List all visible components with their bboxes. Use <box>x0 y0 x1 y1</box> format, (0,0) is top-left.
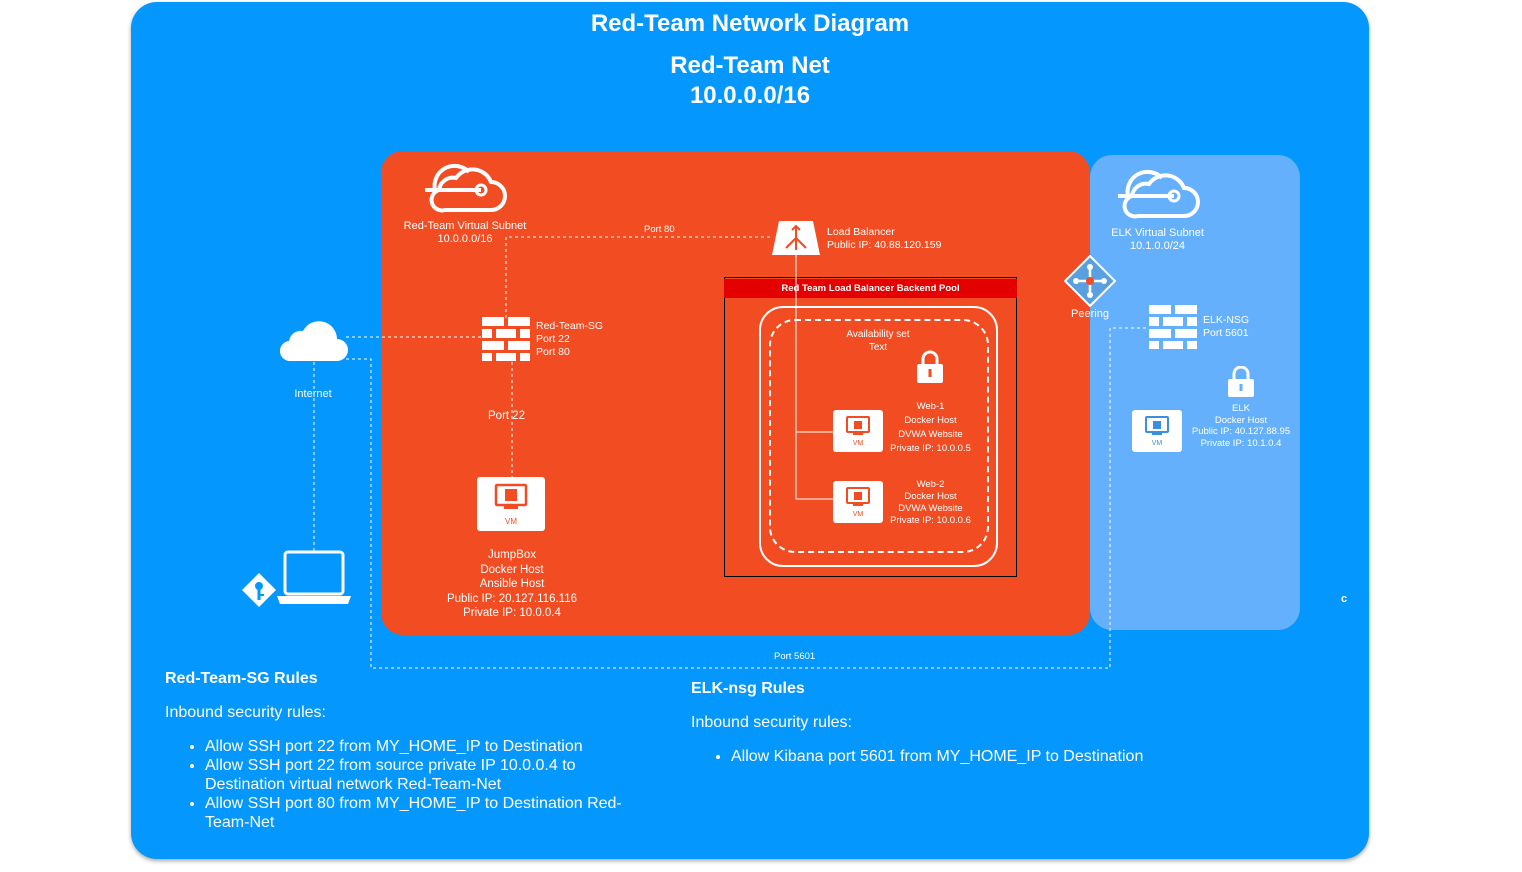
web-1-label: Web-1 Docker Host DVWA Website Private I… <box>883 400 978 456</box>
port-5601-link-label: Port 5601 <box>774 651 816 662</box>
elk-nsg-rules-list: Allow Kibana port 5601 from MY_HOME_IP t… <box>691 747 1251 766</box>
jumpbox-vm-tag: VM <box>505 517 517 526</box>
port-22-link-label: Port 22 <box>488 410 526 422</box>
elk-nsg-rules-subtitle: Inbound security rules: <box>691 714 852 731</box>
red-team-subnet-area <box>381 151 1090 635</box>
web-2-site: DVWA Website <box>898 503 963 514</box>
stray-character: c <box>1341 593 1348 605</box>
web-1-vm-icon <box>833 410 883 452</box>
red-subnet-cidr: 10.0.0.0/16 <box>437 233 493 245</box>
firewall-icon <box>1149 305 1197 349</box>
jumpbox-private-ip: Private IP: 10.0.0.4 <box>463 607 561 619</box>
red-sg-rules-subtitle: Inbound security rules: <box>165 704 326 721</box>
jumpbox-role-ansible: Ansible Host <box>479 578 545 590</box>
red-sg-rule-item: Allow SSH port 80 from MY_HOME_IP to Des… <box>205 794 645 832</box>
web-2-name: Web-2 <box>916 479 945 490</box>
jumpbox-public-ip: Public IP: 20.127.116.116 <box>446 592 577 605</box>
red-subnet-name: Red-Team Virtual Subnet <box>403 220 527 232</box>
lock-icon <box>917 350 943 383</box>
elk-vm-label: ELK Docker Host Public IP: 40.127.88.95 … <box>1186 403 1296 449</box>
elk-nsg-rules-title: ELK-nsg Rules <box>691 680 805 697</box>
elk-vm-public-ip: Public IP: 40.127.88.95 <box>1191 426 1291 437</box>
elk-subnet-cidr: 10.1.0.0/24 <box>1129 240 1186 252</box>
availability-set-dashed-frame <box>769 319 989 553</box>
web-1-name: Web-1 <box>916 401 945 412</box>
backend-pool-title: Red Team Load Balancer Backend Pool <box>724 279 1017 298</box>
availability-set-label: Availability set Text <box>828 328 928 354</box>
laptop-icon <box>277 550 351 604</box>
elk-nsg-rules-section: ELK-nsg Rules Inbound security rules: Al… <box>691 680 1251 766</box>
network-cidr: 10.0.0.0/16 <box>689 82 811 109</box>
elk-vm-icon <box>1132 410 1182 452</box>
availability-set-text: Text <box>868 342 888 353</box>
load-balancer-ip: Public IP: 40.88.120.159 <box>827 239 942 251</box>
cloud-network-icon <box>1118 169 1200 219</box>
internet-to-elk-line <box>346 327 1146 669</box>
load-balancer-name: Load Balancer <box>827 226 895 238</box>
diagram-title: Red-Team Network Diagram <box>590 10 910 37</box>
elk-vm-private-ip: Private IP: 10.1.0.4 <box>1200 437 1282 449</box>
key-vault-icon <box>242 573 276 607</box>
web-2-ip: Private IP: 10.0.0.6 <box>890 515 971 526</box>
internet-label: Internet <box>294 388 332 400</box>
elk-nsg-port: Port 5601 <box>1203 327 1249 339</box>
availability-set-frame <box>759 306 998 567</box>
elk-vm-name: ELK <box>1232 403 1250 414</box>
peering-label: Peering <box>1071 308 1109 320</box>
elk-vm-tag: VM <box>1151 440 1163 447</box>
red-sg-port-22: Port 22 <box>536 333 570 345</box>
red-sg-name: Red-Team-SG <box>536 320 604 332</box>
jumpbox-label: JumpBox Docker Host Ansible Host Public … <box>432 548 592 621</box>
lb-to-web2-line <box>795 254 833 500</box>
elk-subnet-label: ELK Virtual Subnet 10.1.0.0/24 <box>1090 227 1225 253</box>
web-1-vm-tag: VM <box>852 440 864 447</box>
elk-subnet-name: ELK Virtual Subnet <box>1111 227 1204 239</box>
jumpbox-name: JumpBox <box>488 549 536 561</box>
internet-cloud-icon <box>279 321 348 362</box>
backend-pool-frame <box>724 277 1017 577</box>
jumpbox-role-docker: Docker Host <box>480 563 544 576</box>
peering-icon <box>1064 255 1116 307</box>
elk-vm-role: Docker Host <box>1214 414 1268 426</box>
load-balancer-label: Load Balancer Public IP: 40.88.120.159 <box>827 226 941 252</box>
elk-nsg-rule-item: Allow Kibana port 5601 from MY_HOME_IP t… <box>731 747 1251 766</box>
red-sg-port-80: Port 80 <box>536 346 570 358</box>
elk-nsg-label: ELK-NSG Port 5601 <box>1203 314 1249 340</box>
elk-nsg-name: ELK-NSG <box>1203 314 1250 326</box>
red-sg-rule-item: Allow SSH port 22 from source private IP… <box>205 756 645 794</box>
elk-subnet-area <box>1090 155 1300 630</box>
red-sg-rules-list: Allow SSH port 22 from MY_HOME_IP to Des… <box>165 737 645 832</box>
port-80-link-label: Port 80 <box>644 224 675 235</box>
web-2-vm-tag: VM <box>852 511 864 518</box>
firewall-icon <box>482 317 530 361</box>
red-subnet-label: Red-Team Virtual Subnet 10.0.0.0/16 <box>385 220 545 246</box>
availability-set-name: Availability set <box>846 329 910 340</box>
network-name: Red-Team Net <box>670 52 830 79</box>
cloud-network-icon <box>425 163 507 213</box>
red-sg-label: Red-Team-SG Port 22 Port 80 <box>536 320 603 359</box>
web-2-label: Web-2 Docker Host DVWA Website Private I… <box>883 479 978 527</box>
red-sg-rules-title: Red-Team-SG Rules <box>165 670 318 687</box>
jumpbox-vm-icon <box>477 477 545 531</box>
web-2-vm-icon <box>833 481 883 523</box>
web-1-site: DVWA Website <box>898 429 963 440</box>
sg-to-lb-line <box>505 236 772 318</box>
web-2-role: Docker Host <box>904 491 957 502</box>
web-1-role: Docker Host <box>904 415 957 426</box>
red-sg-rule-item: Allow SSH port 22 from MY_HOME_IP to Des… <box>205 737 645 756</box>
load-balancer-icon <box>772 221 820 255</box>
lock-icon <box>1228 366 1254 397</box>
red-sg-rules-section: Red-Team-SG Rules Inbound security rules… <box>165 670 645 832</box>
web-1-ip: Private IP: 10.0.0.5 <box>890 443 971 454</box>
